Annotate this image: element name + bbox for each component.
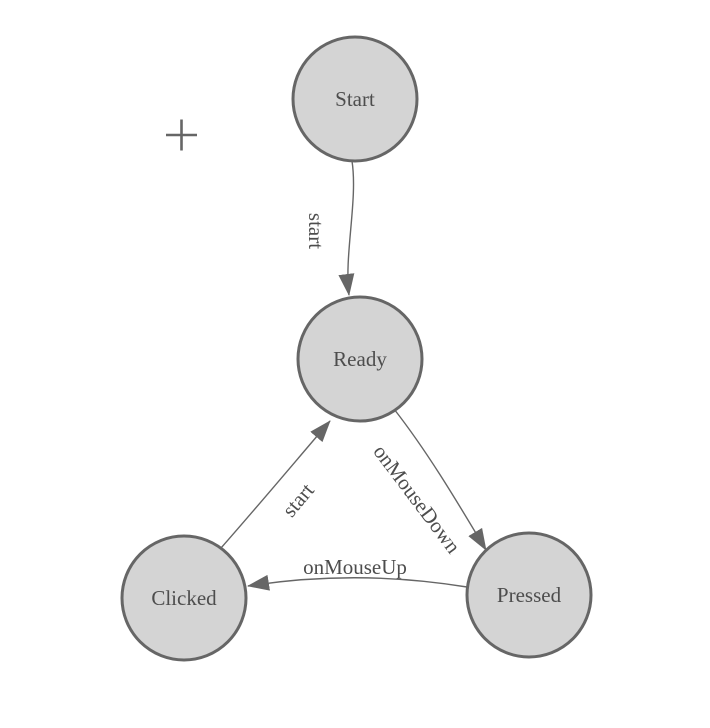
node-label-pressed: Pressed: [497, 583, 562, 607]
node-label-clicked: Clicked: [151, 586, 217, 610]
edge-label-start: start: [304, 213, 328, 249]
edge-label-onmouseup: onMouseUp: [303, 555, 407, 579]
node-circle-start: [291, 35, 419, 163]
edge-line-start-to-ready[interactable]: [338, 160, 355, 296]
node-pressed[interactable]: Pressed: [465, 531, 593, 659]
edge-line-clicked-to-ready[interactable]: [220, 420, 331, 549]
edge-line-ready-to-pressed[interactable]: [393, 408, 487, 551]
edge-label-onmousedown: onMouseDown: [368, 440, 465, 558]
node-circle-ready: [296, 295, 424, 423]
node-clicked[interactable]: Clicked: [120, 534, 248, 662]
edge-ready-to-pressed: onMouseDown: [368, 408, 487, 558]
node-ready[interactable]: Ready: [296, 295, 424, 423]
crosshair-cursor-icon: [166, 119, 197, 151]
node-start[interactable]: Start: [291, 35, 419, 163]
node-circle-pressed: [465, 531, 593, 659]
node-label-ready: Ready: [333, 347, 387, 371]
edge-label-start-2: start: [277, 478, 319, 521]
edge-start-to-ready: start: [304, 160, 355, 296]
edge-clicked-to-ready: start: [220, 420, 331, 549]
edge-line-pressed-to-clicked[interactable]: [247, 574, 468, 591]
node-label-start: Start: [335, 87, 375, 111]
edge-pressed-to-clicked: onMouseUp: [247, 555, 468, 591]
node-circle-clicked: [120, 534, 248, 662]
